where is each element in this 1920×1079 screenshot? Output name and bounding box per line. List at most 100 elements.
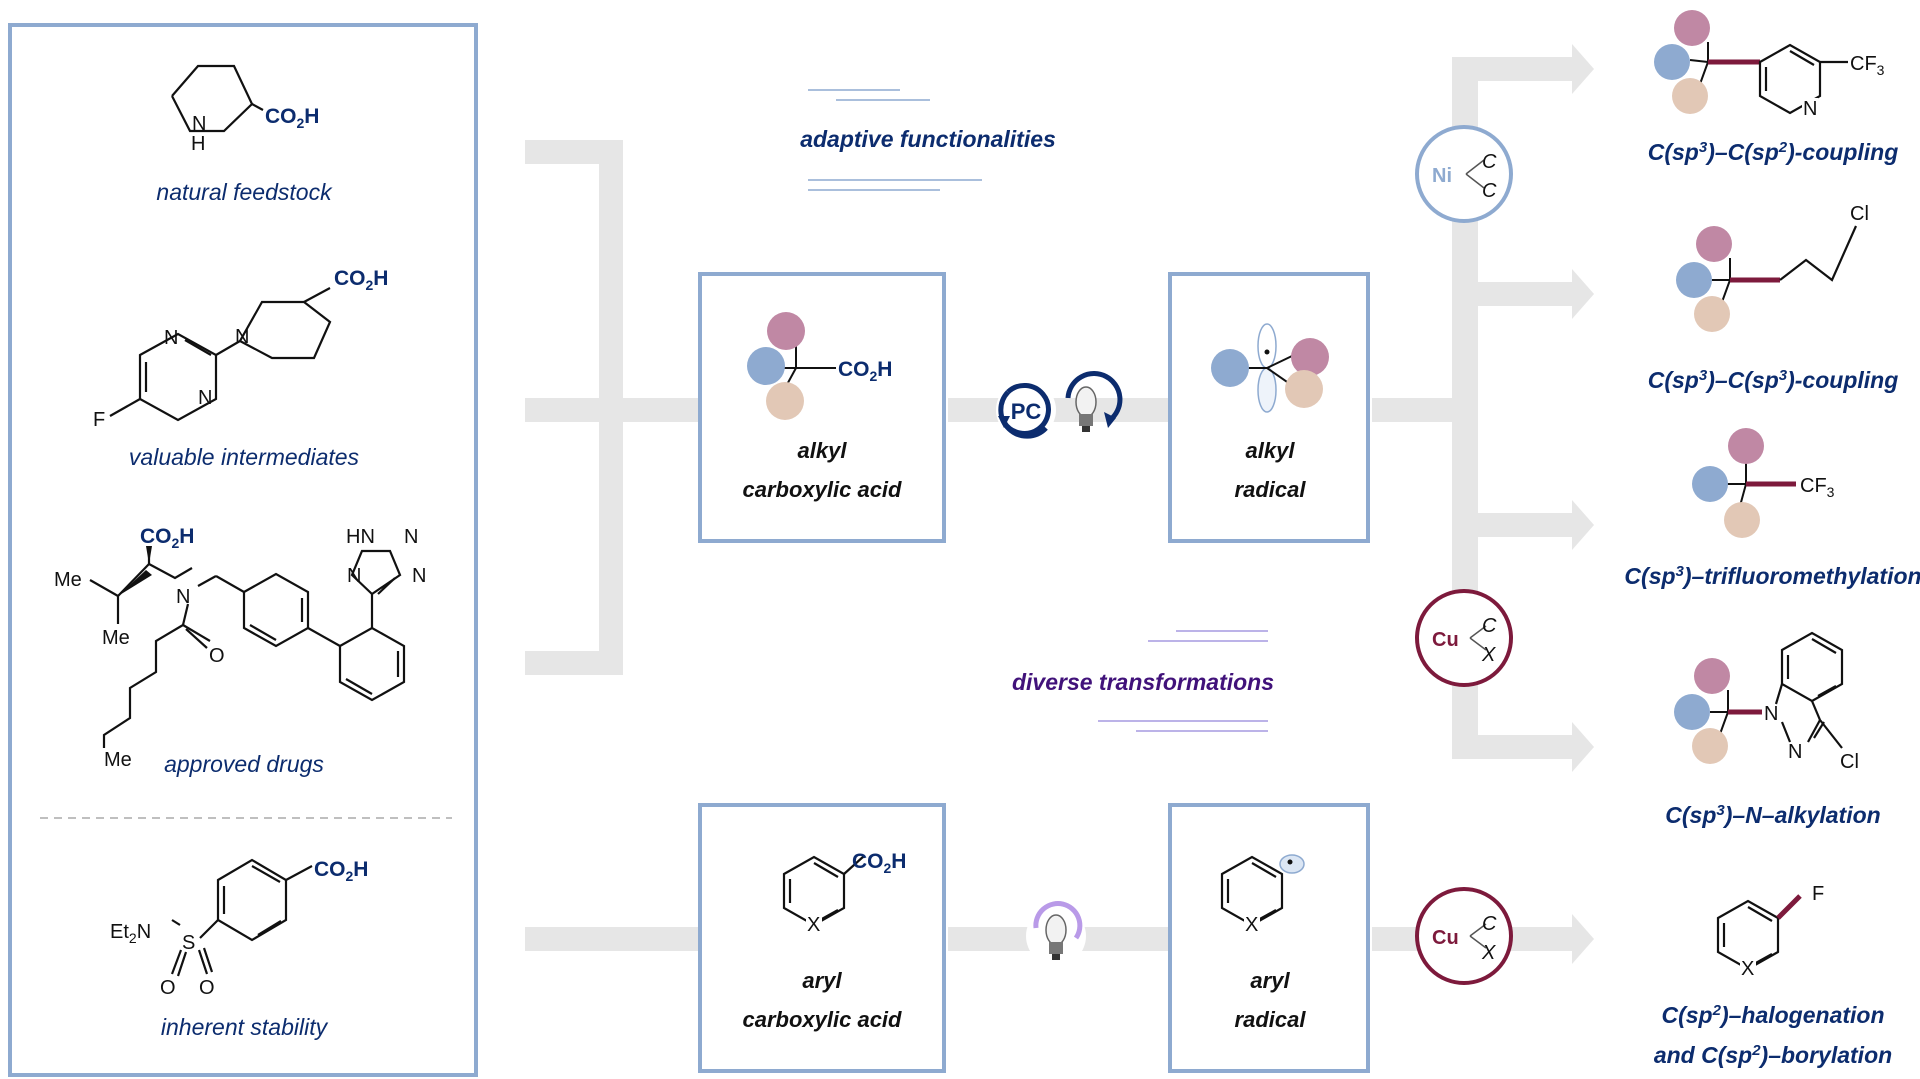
cu-top-c-label: C: [1482, 615, 1497, 637]
light-bulb-icon: [1065, 371, 1123, 432]
aryl-out-head: [1572, 914, 1594, 964]
product-2-label: C(sp3)–C(sp3)-coupling: [1648, 367, 1899, 393]
cu-catalyst-bottom-icon: [1415, 887, 1513, 985]
cu-bottom-c-label: C: [1482, 913, 1497, 935]
caption-approved-drugs: approved drugs: [164, 751, 324, 777]
aryl-acid-co2h: CO2H: [852, 850, 906, 876]
product-5-f: F: [1812, 883, 1824, 905]
tetrazole-n3: N: [347, 565, 361, 587]
radical-dot-icon: [1264, 349, 1270, 355]
cu-top-x-label: X: [1481, 644, 1496, 666]
sulfonamide-benzoic-acid-structure: [170, 858, 313, 977]
product-3-cf3: CF3: [1800, 475, 1835, 500]
product-4-n2: N: [1788, 741, 1802, 763]
pyrimidine-n1: N: [164, 327, 178, 349]
diethylamino-label: Et2N: [110, 921, 151, 946]
valsartan-me2: Me: [102, 627, 130, 649]
valsartan-me1: Me: [54, 569, 82, 591]
aryl-acid-x-label: X: [807, 914, 820, 936]
radical-sphere-blue: [1211, 349, 1249, 387]
aryl-acid-box: [698, 803, 946, 1073]
photocatalyst-label: PC: [1011, 399, 1042, 424]
valsartan-structure: [89, 546, 406, 748]
product-5-x: X: [1741, 958, 1754, 980]
product-4-n1: N: [1764, 703, 1778, 725]
product-5-structure: [1716, 894, 1802, 976]
aryl-radical-line1: aryl: [1250, 968, 1290, 993]
product-3-structure: [1692, 428, 1796, 538]
cu-bottom-metal-label: Cu: [1432, 927, 1459, 949]
cu-catalyst-top-icon: [1415, 589, 1513, 687]
alkyl-acid-line2: carboxylic acid: [743, 477, 903, 502]
aryl-acid-line1: aryl: [802, 968, 842, 993]
aryl-radical-orbital-icon: [1279, 854, 1305, 874]
caption-valuable-intermediates: valuable intermediates: [129, 444, 360, 470]
aryl-radical-x-mask: [1244, 914, 1260, 932]
product-2-cl: Cl: [1850, 203, 1869, 225]
proline-nh-label: H: [191, 133, 205, 155]
aryl-acid-structure: [782, 855, 865, 927]
product-1-cf3: CF3: [1850, 53, 1885, 78]
alkyl-acid-structure: [747, 312, 836, 420]
product-1-structure: [1654, 10, 1848, 116]
valsartan-wedge: [118, 570, 152, 596]
valsartan-o: O: [209, 645, 225, 667]
ni-catalyst-icon: [1415, 125, 1513, 223]
caption-natural-feedstock: natural feedstock: [156, 179, 333, 205]
fluoropyrimidinyl-piperidine-acid-structure: [109, 287, 332, 422]
branch-2-head: [1572, 269, 1594, 319]
tetrazole-n1: N: [404, 526, 418, 548]
proline-acid-label: CO2H: [265, 105, 319, 131]
sulfonyl-o1: O: [160, 977, 176, 999]
product-4-structure: [1674, 631, 1844, 764]
product-2-structure: [1676, 225, 1858, 332]
proline-structure: [171, 64, 264, 133]
alkyl-acid-box: [698, 272, 946, 543]
product-1-label: C(sp3)–C(sp2)-coupling: [1648, 139, 1899, 165]
valsartan-n: N: [176, 586, 190, 608]
product-3-label: C(sp3)–trifluoromethylation: [1624, 563, 1920, 589]
proline-n-label: N: [192, 113, 206, 135]
adaptive-decor-lines: [808, 89, 982, 191]
branch-4-head: [1572, 722, 1594, 772]
photocatalyst-cycle-icon: [996, 380, 1056, 440]
ni-metal-label: Ni: [1432, 165, 1452, 187]
diverse-decor-lines: [1098, 630, 1268, 732]
aryl-radical-x-label: X: [1245, 914, 1258, 936]
aryl-radical-structure: [1220, 855, 1284, 927]
substituent-sphere-tan: [766, 382, 804, 420]
cu-top-metal-label: Cu: [1432, 629, 1459, 651]
caption-inherent-stability: inherent stability: [161, 1014, 329, 1040]
p-orbital-icon: [1257, 323, 1277, 369]
aryl-radical-dot-icon: [1287, 859, 1293, 865]
piperidine-n: N: [235, 326, 249, 348]
adaptive-functionalities-label: adaptive functionalities: [800, 126, 1056, 152]
valsartan-me3: Me: [104, 749, 132, 771]
alkyl-acid-co2h: CO2H: [838, 358, 892, 384]
alkyl-radical-structure: [1211, 323, 1329, 413]
ni-c1-label: C: [1482, 151, 1497, 173]
branch-1-arm: [1452, 57, 1574, 81]
alkyl-acid-line1: alkyl: [798, 438, 848, 463]
tetrazole-hn: HN: [346, 526, 375, 548]
branch-4-arm: [1452, 735, 1574, 759]
product-5-label-line2: and C(sp2)–borylation: [1654, 1042, 1892, 1068]
radical-to-trunk-arrow: [1372, 398, 1464, 422]
bottom-in-arrow: [525, 927, 702, 951]
alkyl-radical-line1: alkyl: [1246, 438, 1296, 463]
radical-sphere-tan: [1285, 370, 1323, 408]
product-1-n: N: [1803, 98, 1817, 120]
aryl-radical-line2: radical: [1235, 1007, 1307, 1032]
cu-bottom-x-label: X: [1481, 942, 1496, 964]
branch-1-head: [1572, 44, 1594, 94]
aryl-acid-x-mask: [806, 914, 822, 932]
substituent-sphere-blue: [747, 347, 785, 385]
alkyl-conversion-arrow: [948, 398, 1170, 422]
radical-sphere-pink: [1291, 338, 1329, 376]
branch-3-head: [1572, 500, 1594, 550]
sulfonyl-s: S: [182, 932, 195, 954]
aryl-acid-line2: carboxylic acid: [743, 1007, 903, 1032]
left-panel-border: [8, 23, 478, 1077]
piperidine-acid-label: CO2H: [334, 267, 388, 293]
